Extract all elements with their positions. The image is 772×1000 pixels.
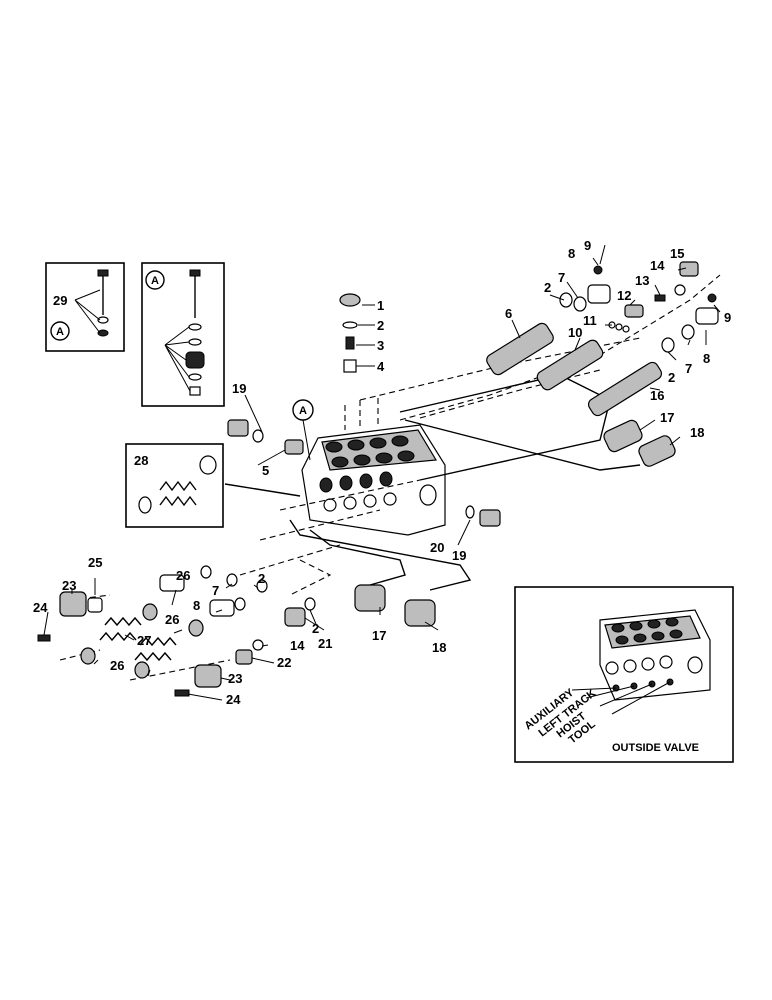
ref-marker-main: A <box>292 399 314 461</box>
outside-valve-title: OUTSIDE VALVE <box>612 742 699 754</box>
callout-29: 29 <box>53 293 67 308</box>
callout-3: 3 <box>377 338 384 353</box>
callout-9: 9 <box>584 238 591 253</box>
callout-12: 12 <box>617 288 631 303</box>
inset-detail-a: A <box>141 262 225 407</box>
callout-15: 15 <box>670 246 684 261</box>
ref-marker-a-stack: A <box>151 275 159 287</box>
callout-25: 25 <box>88 555 102 570</box>
callout-2: 2 <box>377 318 384 333</box>
callout-26-lower: 26 <box>110 658 124 673</box>
callout-7: 7 <box>558 270 565 285</box>
callout-9-right: 9 <box>724 310 731 325</box>
callout-2-lower-a: 2 <box>258 571 265 586</box>
callout-5: 5 <box>262 463 269 478</box>
callout-2-right: 2 <box>668 370 675 385</box>
ref-marker-a: A <box>56 326 64 338</box>
parts-art <box>37 261 719 697</box>
callout-8: 8 <box>568 246 575 261</box>
callout-4: 4 <box>377 359 385 374</box>
callout-27: 27 <box>137 633 151 648</box>
callout-23-upper: 23 <box>62 578 76 593</box>
inset-detail-29: 29 A <box>45 262 125 352</box>
callout-6: 6 <box>505 306 512 321</box>
callout-17-lower: 17 <box>372 628 386 643</box>
callout-24-upper: 24 <box>33 600 48 615</box>
callout-19: 19 <box>232 381 246 396</box>
callout-8-right: 8 <box>703 351 710 366</box>
callout-24-lower: 24 <box>226 692 241 707</box>
callout-20: 20 <box>430 540 444 555</box>
callout-7-lower: 7 <box>212 583 219 598</box>
callout-7-right: 7 <box>685 361 692 376</box>
callout-16: 16 <box>650 388 664 403</box>
callout-labels: 1 2 3 4 5 6 7 8 9 10 11 12 13 14 15 16 1… <box>33 238 731 707</box>
callout-2-lower-b: 2 <box>312 621 319 636</box>
callout-18-lower: 18 <box>432 640 446 655</box>
callout-13: 13 <box>635 273 649 288</box>
callout-1: 1 <box>377 298 384 313</box>
callout-28: 28 <box>134 453 148 468</box>
valve-body <box>301 424 446 536</box>
callout-10: 10 <box>568 325 582 340</box>
callout-26-top: 26 <box>176 568 190 583</box>
callout-14-lower: 14 <box>290 638 305 653</box>
callout-21: 21 <box>318 636 332 651</box>
callout-23-lower: 23 <box>228 671 242 686</box>
callout-18: 18 <box>690 425 704 440</box>
leader-lines <box>43 244 721 701</box>
inset-outside-valve: AUXILIARY LEFT TRACK HOIST TOOL OUTSIDE … <box>514 586 734 763</box>
ref-marker-main-label: A <box>299 405 307 417</box>
callout-14: 14 <box>650 258 665 273</box>
callout-2-upper: 2 <box>544 280 551 295</box>
callout-19-lower: 19 <box>452 548 466 563</box>
inset-detail-28: 28 <box>125 443 224 528</box>
callout-22: 22 <box>277 655 291 670</box>
callout-17: 17 <box>660 410 674 425</box>
callout-8-lower: 8 <box>193 598 200 613</box>
callout-26-upper: 26 <box>165 612 179 627</box>
callout-11: 11 <box>583 313 597 328</box>
